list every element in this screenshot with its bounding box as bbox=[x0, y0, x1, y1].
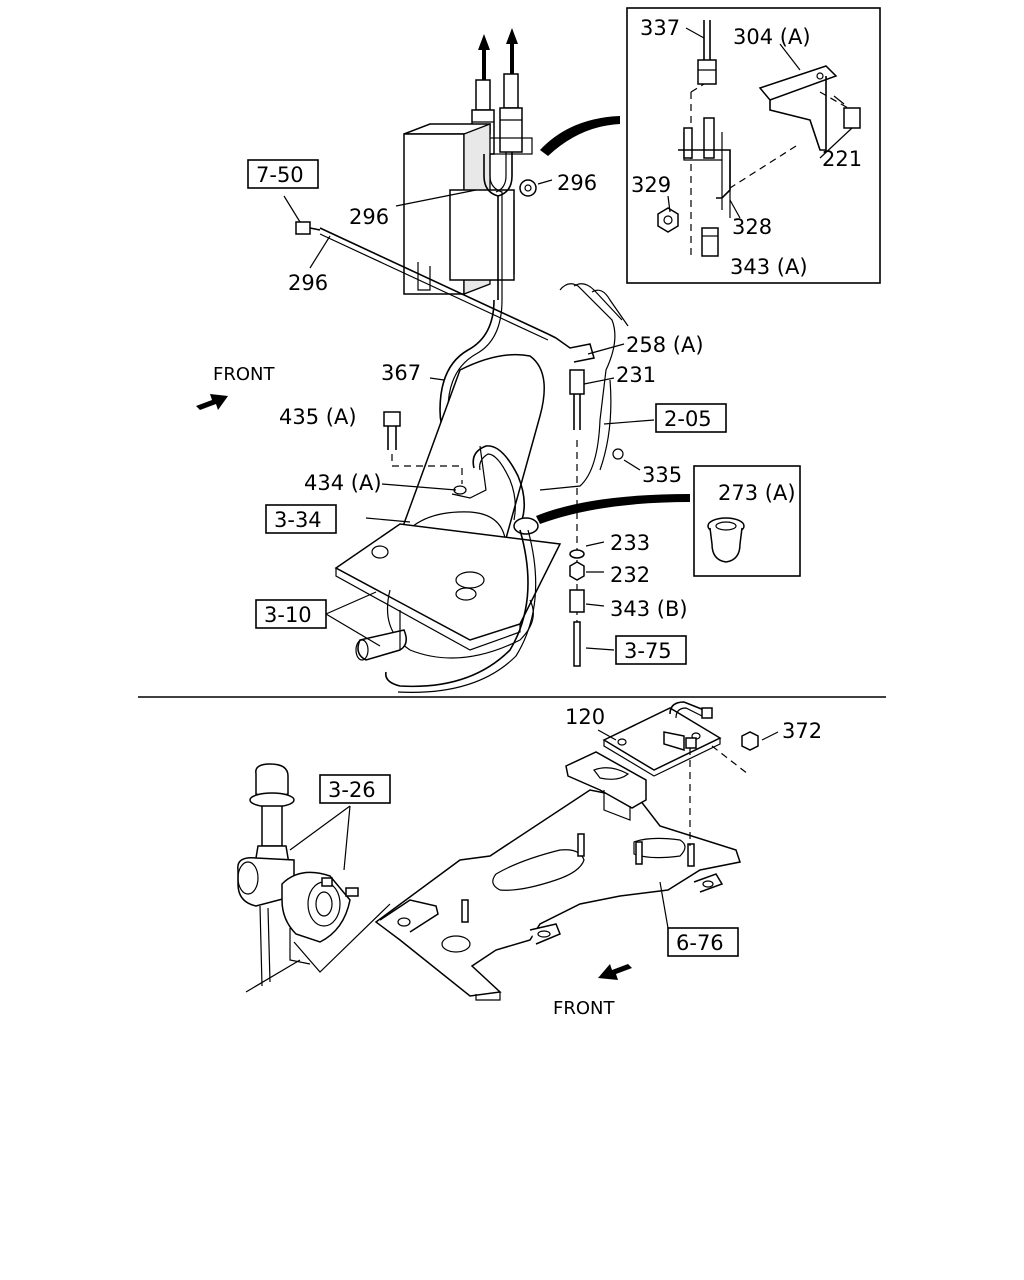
callout-329: 329 bbox=[631, 173, 671, 197]
detail-273a-frame bbox=[693, 465, 801, 577]
callout-337: 337 bbox=[640, 16, 680, 40]
upper-assembly bbox=[283, 28, 690, 693]
fitting-right bbox=[499, 107, 523, 153]
lower-labels: 120 372 3-26 6-76 FRONT bbox=[319, 705, 822, 1019]
callout-328: 328 bbox=[732, 215, 772, 239]
stud-231 bbox=[569, 369, 585, 395]
ref-2-05: 2-05 bbox=[664, 407, 712, 431]
fitting-343a bbox=[701, 227, 719, 257]
upper-labels: 296 296 296 258 (A) 367 231 435 (A) 335 … bbox=[196, 159, 727, 665]
callout-258a: 258 (A) bbox=[626, 333, 704, 357]
fitting-343b bbox=[569, 589, 585, 613]
ref-3-26: 3-26 bbox=[328, 778, 376, 802]
callout-367: 367 bbox=[381, 361, 421, 385]
bolt-435a bbox=[383, 411, 401, 427]
clip-335 bbox=[612, 448, 624, 460]
up-arrow-icon bbox=[506, 28, 518, 74]
callout-335: 335 bbox=[642, 463, 682, 487]
callout-343a: 343 (A) bbox=[730, 255, 808, 279]
callout-233: 233 bbox=[610, 531, 650, 555]
mounting-plate-6-76 bbox=[374, 789, 741, 997]
inset-pointer bbox=[540, 116, 620, 156]
callout-296-low: 296 bbox=[288, 271, 328, 295]
ref-7-50: 7-50 bbox=[256, 163, 304, 187]
filler-cap bbox=[255, 763, 289, 798]
grommet-273a bbox=[513, 517, 539, 535]
bolt-221 bbox=[843, 107, 861, 129]
callout-372: 372 bbox=[782, 719, 822, 743]
washer-233 bbox=[569, 549, 585, 559]
detail-273a: 273 (A) bbox=[693, 465, 801, 577]
callout-273a: 273 (A) bbox=[718, 481, 796, 505]
inset-frame bbox=[626, 7, 881, 284]
front-arrow-icon bbox=[598, 964, 632, 980]
callout-296-top: 296 bbox=[557, 171, 597, 195]
ref-3-75: 3-75 bbox=[624, 639, 672, 663]
base-plate bbox=[334, 523, 562, 641]
fitting-337 bbox=[697, 59, 717, 85]
nut-232 bbox=[569, 561, 585, 581]
grommet-icon bbox=[709, 527, 743, 563]
front-arrow-icon bbox=[196, 394, 228, 410]
callout-120: 120 bbox=[565, 705, 605, 729]
callout-231: 231 bbox=[616, 363, 656, 387]
ref-6-76: 6-76 bbox=[676, 931, 724, 955]
callout-296-mid: 296 bbox=[349, 205, 389, 229]
pipe-296 bbox=[319, 227, 549, 335]
lower-assembly bbox=[237, 701, 779, 1001]
callout-435a: 435 (A) bbox=[279, 405, 357, 429]
nut-372 bbox=[741, 731, 759, 751]
up-arrow-icon bbox=[478, 34, 490, 80]
ref-3-34: 3-34 bbox=[274, 508, 322, 532]
upper-bracket bbox=[565, 751, 647, 809]
callout-434a: 434 (A) bbox=[304, 471, 382, 495]
front-label-upper: FRONT bbox=[213, 364, 275, 385]
elbow-258a bbox=[555, 337, 595, 363]
clip-296 bbox=[519, 179, 537, 197]
ref-3-10: 3-10 bbox=[264, 603, 312, 627]
nut-329 bbox=[657, 207, 679, 233]
callout-304a: 304 (A) bbox=[733, 25, 811, 49]
front-label-lower: FRONT bbox=[553, 998, 615, 1019]
callout-232: 232 bbox=[610, 563, 650, 587]
callout-221: 221 bbox=[822, 147, 862, 171]
harness-2-05 bbox=[539, 283, 616, 491]
cap-3-10 bbox=[357, 629, 407, 661]
inset-detail: 337 304 (A) 221 329 328 343 (A) bbox=[626, 7, 881, 284]
callout-343b: 343 (B) bbox=[610, 597, 688, 621]
pipe-3-75 bbox=[573, 621, 581, 667]
